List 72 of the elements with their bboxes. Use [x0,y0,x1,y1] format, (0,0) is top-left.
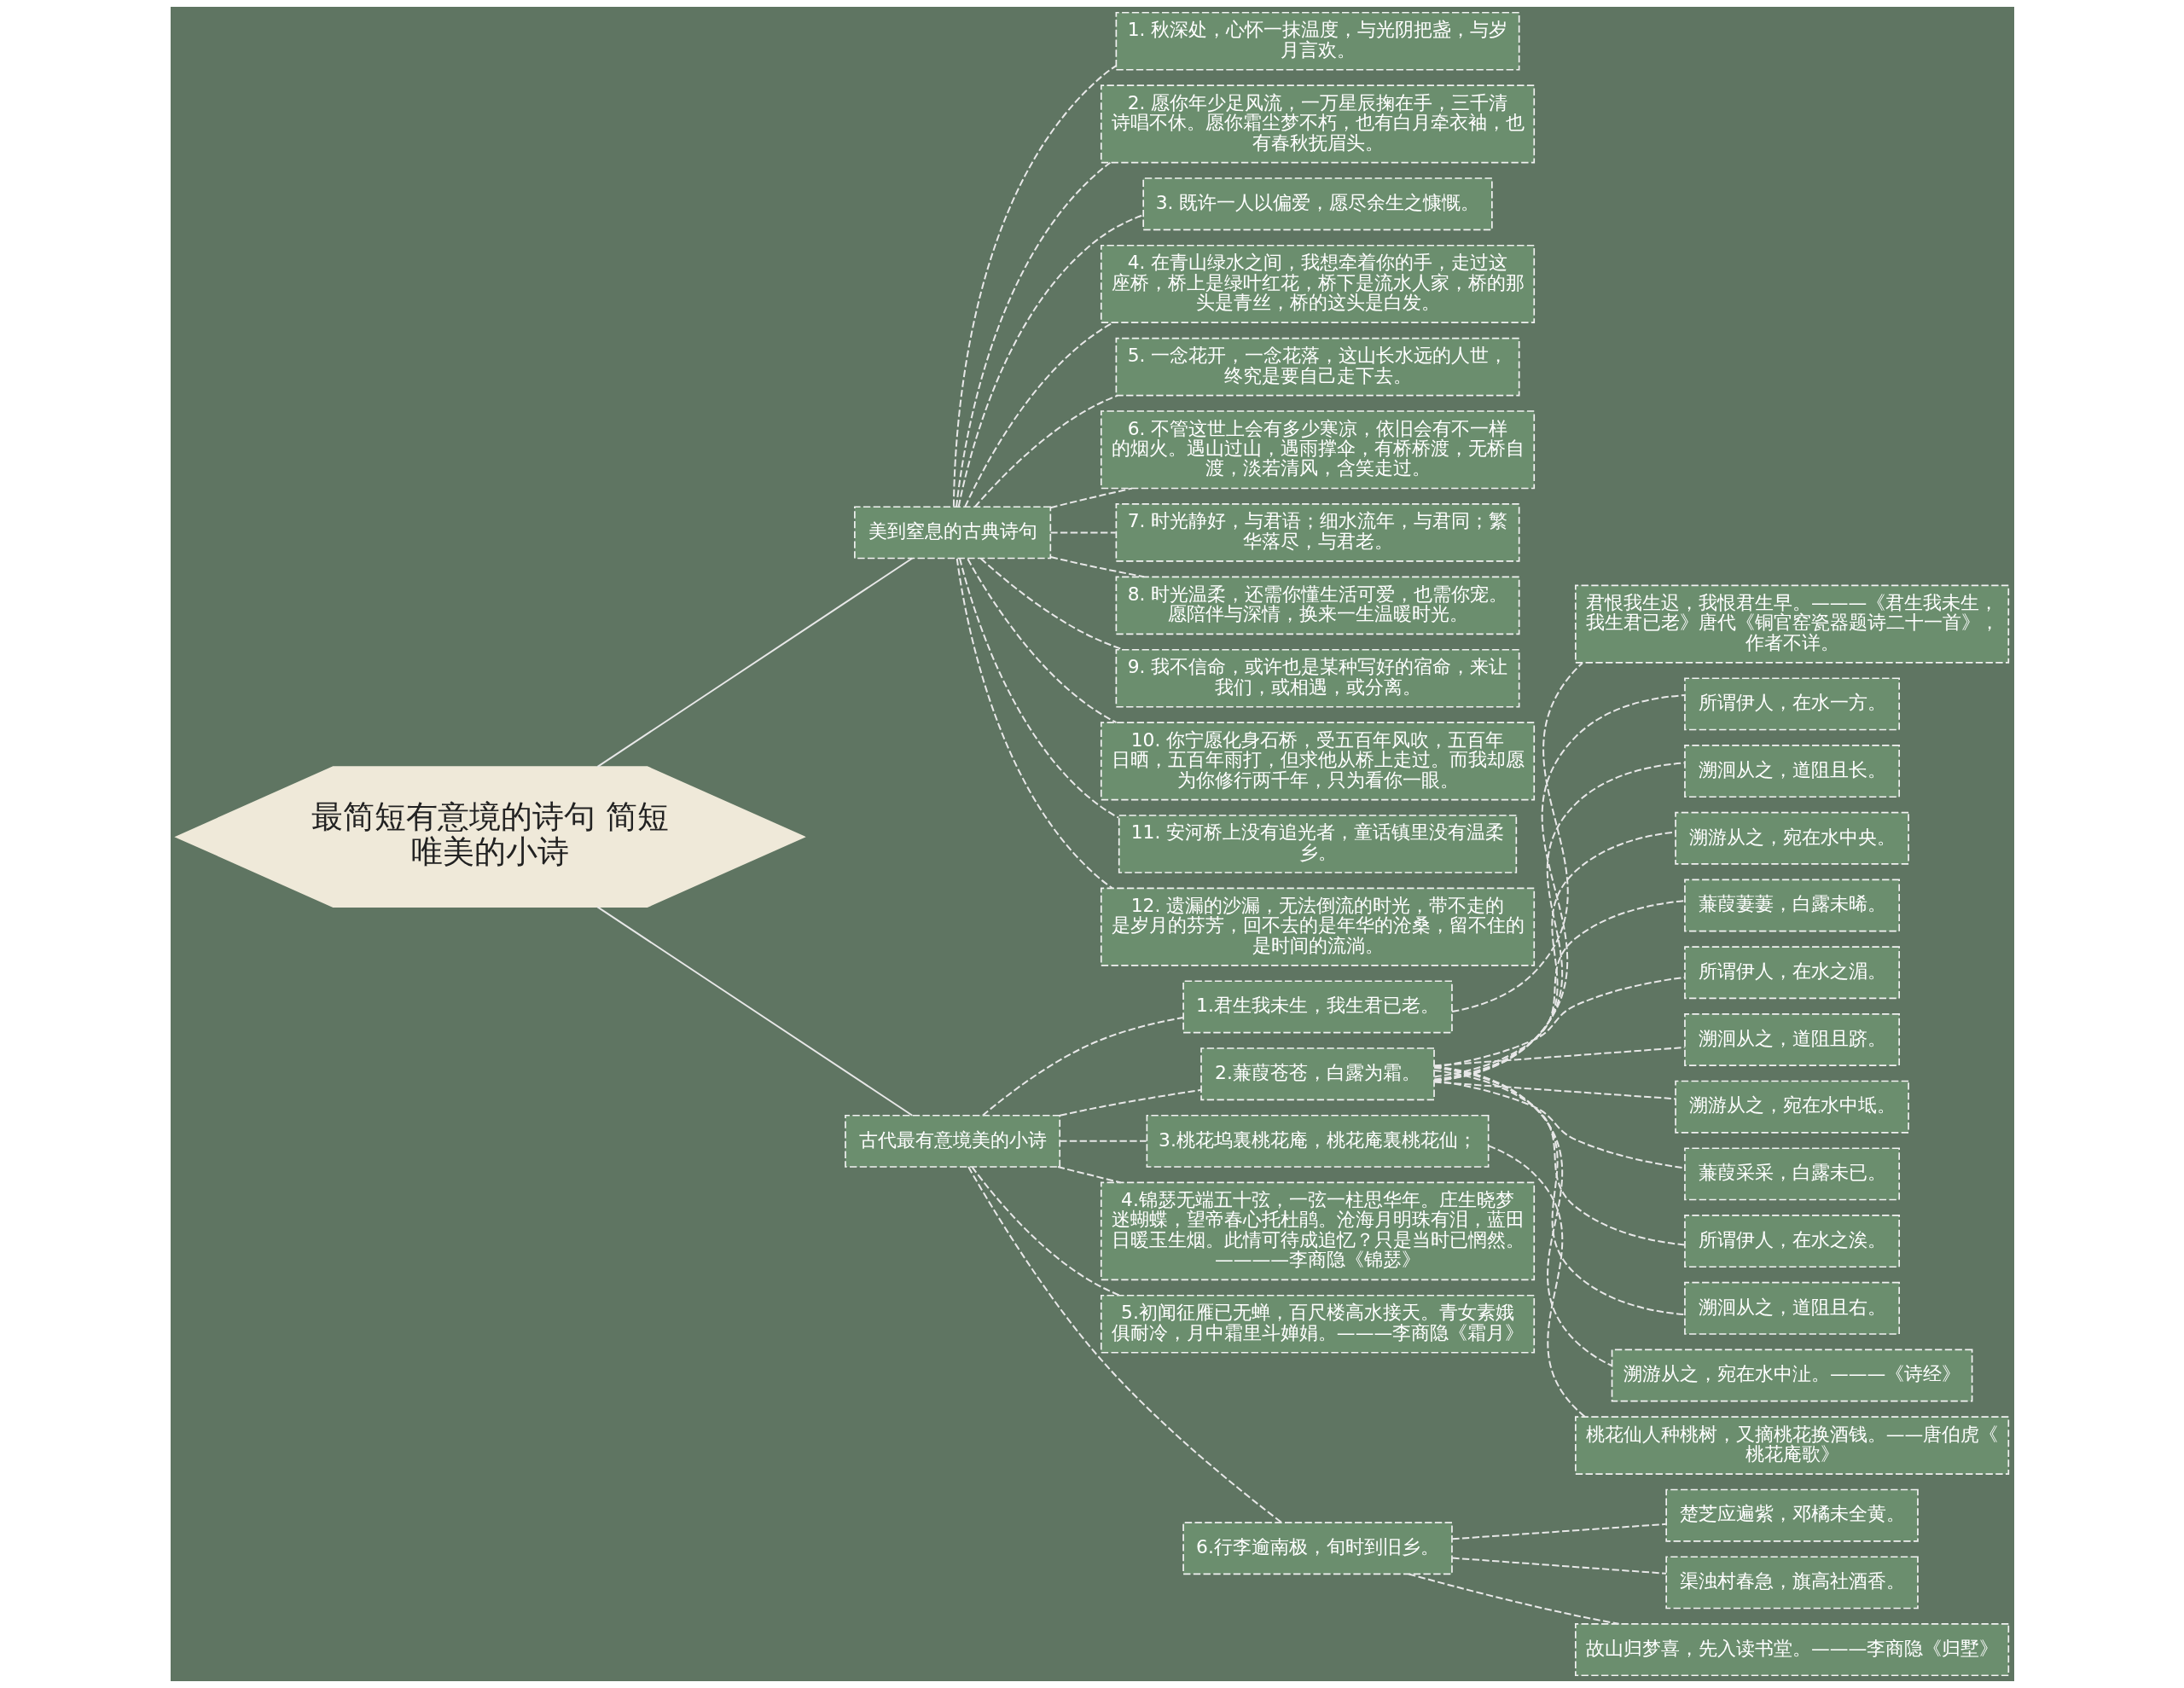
connector [952,65,1117,507]
connector [963,322,1113,508]
connector [981,1017,1183,1117]
node-box: 12. 遗漏的沙漏，无法倒流的时光，带不走的是岁月的芬芳，回不去的是年华的沧桑，留不住的是时间的流淌。 [1100,887,1535,966]
node-box: 所谓伊人，在水之涘。 [1683,1215,1900,1268]
connector [1433,831,1676,1081]
connector [1433,1065,1612,1366]
connector [1050,531,1116,534]
node-box: 蒹葭萋萋，白露未晞。 [1683,879,1900,932]
connector [1433,900,1685,1078]
node-box: 5. 一念花开，一念花落，这山长水远的人世，终究是要自己走下去。 [1115,337,1519,397]
node-box: 1.君生我未生，我生君已老。 [1182,980,1453,1034]
connector [973,394,1118,508]
node-box: 所谓伊人，在水之湄。 [1683,946,1900,1000]
node-box: 溯洄从之，道阻且长。 [1683,745,1900,798]
connector [958,558,1119,819]
node-box: 蒹葭采采，白露未已。 [1683,1147,1900,1201]
node-box: 君恨我生迟，我恨君生早。———《君生我未生，我生君已老》唐代《铜官窑瓷器题诗二十一首》，作者不详。 [1574,584,2009,664]
connector [1433,1066,1684,1316]
connector [1059,1140,1147,1142]
node-box: 古代最有意境美的小诗 [844,1114,1060,1168]
connector [1057,1166,1121,1184]
connector [1049,487,1132,509]
connector [1433,1070,1685,1246]
node-box: 溯洄从之，道阻且右。 [1683,1281,1900,1335]
connector [1049,556,1144,578]
connector [966,558,1117,723]
node-box: 溯游从之，宛在水中坻。 [1674,1080,1909,1134]
connector [1433,976,1685,1068]
node-box: 溯游从之，宛在水中央。 [1674,811,1909,865]
connector [1433,694,1685,1082]
node-box: 6. 不管这世上会有多少寒凉，依旧会有不一样的烟火。遇山过山，遇雨撑伞，有桥桥渡，无桥自渡，淡若清风，含笑走过。 [1100,410,1535,490]
connector [1433,1079,1685,1169]
connector [956,558,1112,889]
node-box: 楚芝应遍紫，邓橘未全黄。 [1664,1488,1919,1542]
node-box: 8. 时光温柔，还需你懂生活可爱，也需你宠。愿陪伴与深情，换来一生温暖时光。 [1115,576,1519,635]
node-box: 4. 在青山绿水之间，我想牵着你的手，走过这座桥，桥上是绿叶红花，桥下是流水人家，桥的那头是青丝，桥的这头是白发。 [1100,244,1535,324]
connector [957,214,1143,507]
node-box: 11. 安河桥上没有追光者，童话镇里没有温柔乡。 [1118,815,1517,873]
connector [979,558,1124,651]
node-box: 所谓伊人，在水一方。 [1683,677,1900,731]
node-box: 3. 既许一人以偏爱，愿尽余生之慷慨。 [1141,177,1493,231]
node-box: 2. 愿你年少足风流，一万星辰掬在手，三千清诗唱不休。愿你霜尘梦不朽，也有白月牵衣袖，也有春秋抚眉头。 [1100,84,1535,164]
node-box: 9. 我不信命，或许也是某种写好的宿命，来让我们，或相遇，或分离。 [1115,648,1519,708]
connector [596,557,913,768]
node-box: 渠浊村春急，旗高社酒香。 [1664,1556,1919,1610]
connector [1433,1081,1676,1100]
node-box: 溯游从之，宛在水中沚。———《诗经》 [1611,1349,1972,1402]
connector [971,1166,1120,1296]
connector [596,906,913,1117]
node-box: 3.桃花坞裏桃花庵，桃花庵裏桃花仙； [1146,1114,1489,1168]
node-box: 10. 你宁愿化身石桥，受五百年风吹，五百年日晒，五百年雨打，但求他从桥上走过。而我却愿为你修行两千年，只为看你一眼。 [1100,722,1535,801]
node-box: 7. 时光静好，与君语；细水流年，与君同；繁华落尽，与君老。 [1115,503,1519,562]
connector [1408,1573,1619,1625]
connector [1451,662,1583,1012]
connector [1451,1523,1666,1540]
node-box: 2.蒹葭苍苍，白露为霜。 [1199,1047,1435,1101]
connector [1488,1145,1585,1418]
node-box: 溯洄从之，道阻且跻。 [1683,1012,1900,1066]
node-box: 桃花仙人种桃树，又摘桃花换酒钱。——唐伯虎《桃花庵歌》 [1574,1416,2009,1475]
node-box: 美到窒息的古典诗句 [853,506,1051,560]
node-box: 5.初闻征雁已无蝉，百尺楼高水接天。青女素娥俱耐冷，月中霜里斗婵娟。———李商隐《霜月》 [1100,1294,1535,1354]
connector [1059,1088,1201,1117]
node-box: 故山归梦喜，先入读书堂。———李商隐《归墅》 [1574,1623,2009,1677]
connector [1433,1047,1685,1067]
connector [1451,1557,1666,1575]
node-box: 6.行李逾南极，旬时到旧乡。 [1182,1522,1453,1575]
node-box: 1. 秋深处，心怀一抹温度，与光阴把盏，与岁月言欢。 [1115,11,1519,71]
node-box: 4.锦瑟无端五十弦，一弦一柱思华年。庄生晓梦迷蝴蝶，望帝春心托杜鹃。沧海月明珠有泪，蓝田日暖玉生烟。此情可待成追忆？只是当时已惘然。————李商隐《锦瑟》 [1100,1181,1535,1281]
connector [1434,762,1685,1082]
connector [955,161,1111,508]
connector [967,1166,1282,1523]
